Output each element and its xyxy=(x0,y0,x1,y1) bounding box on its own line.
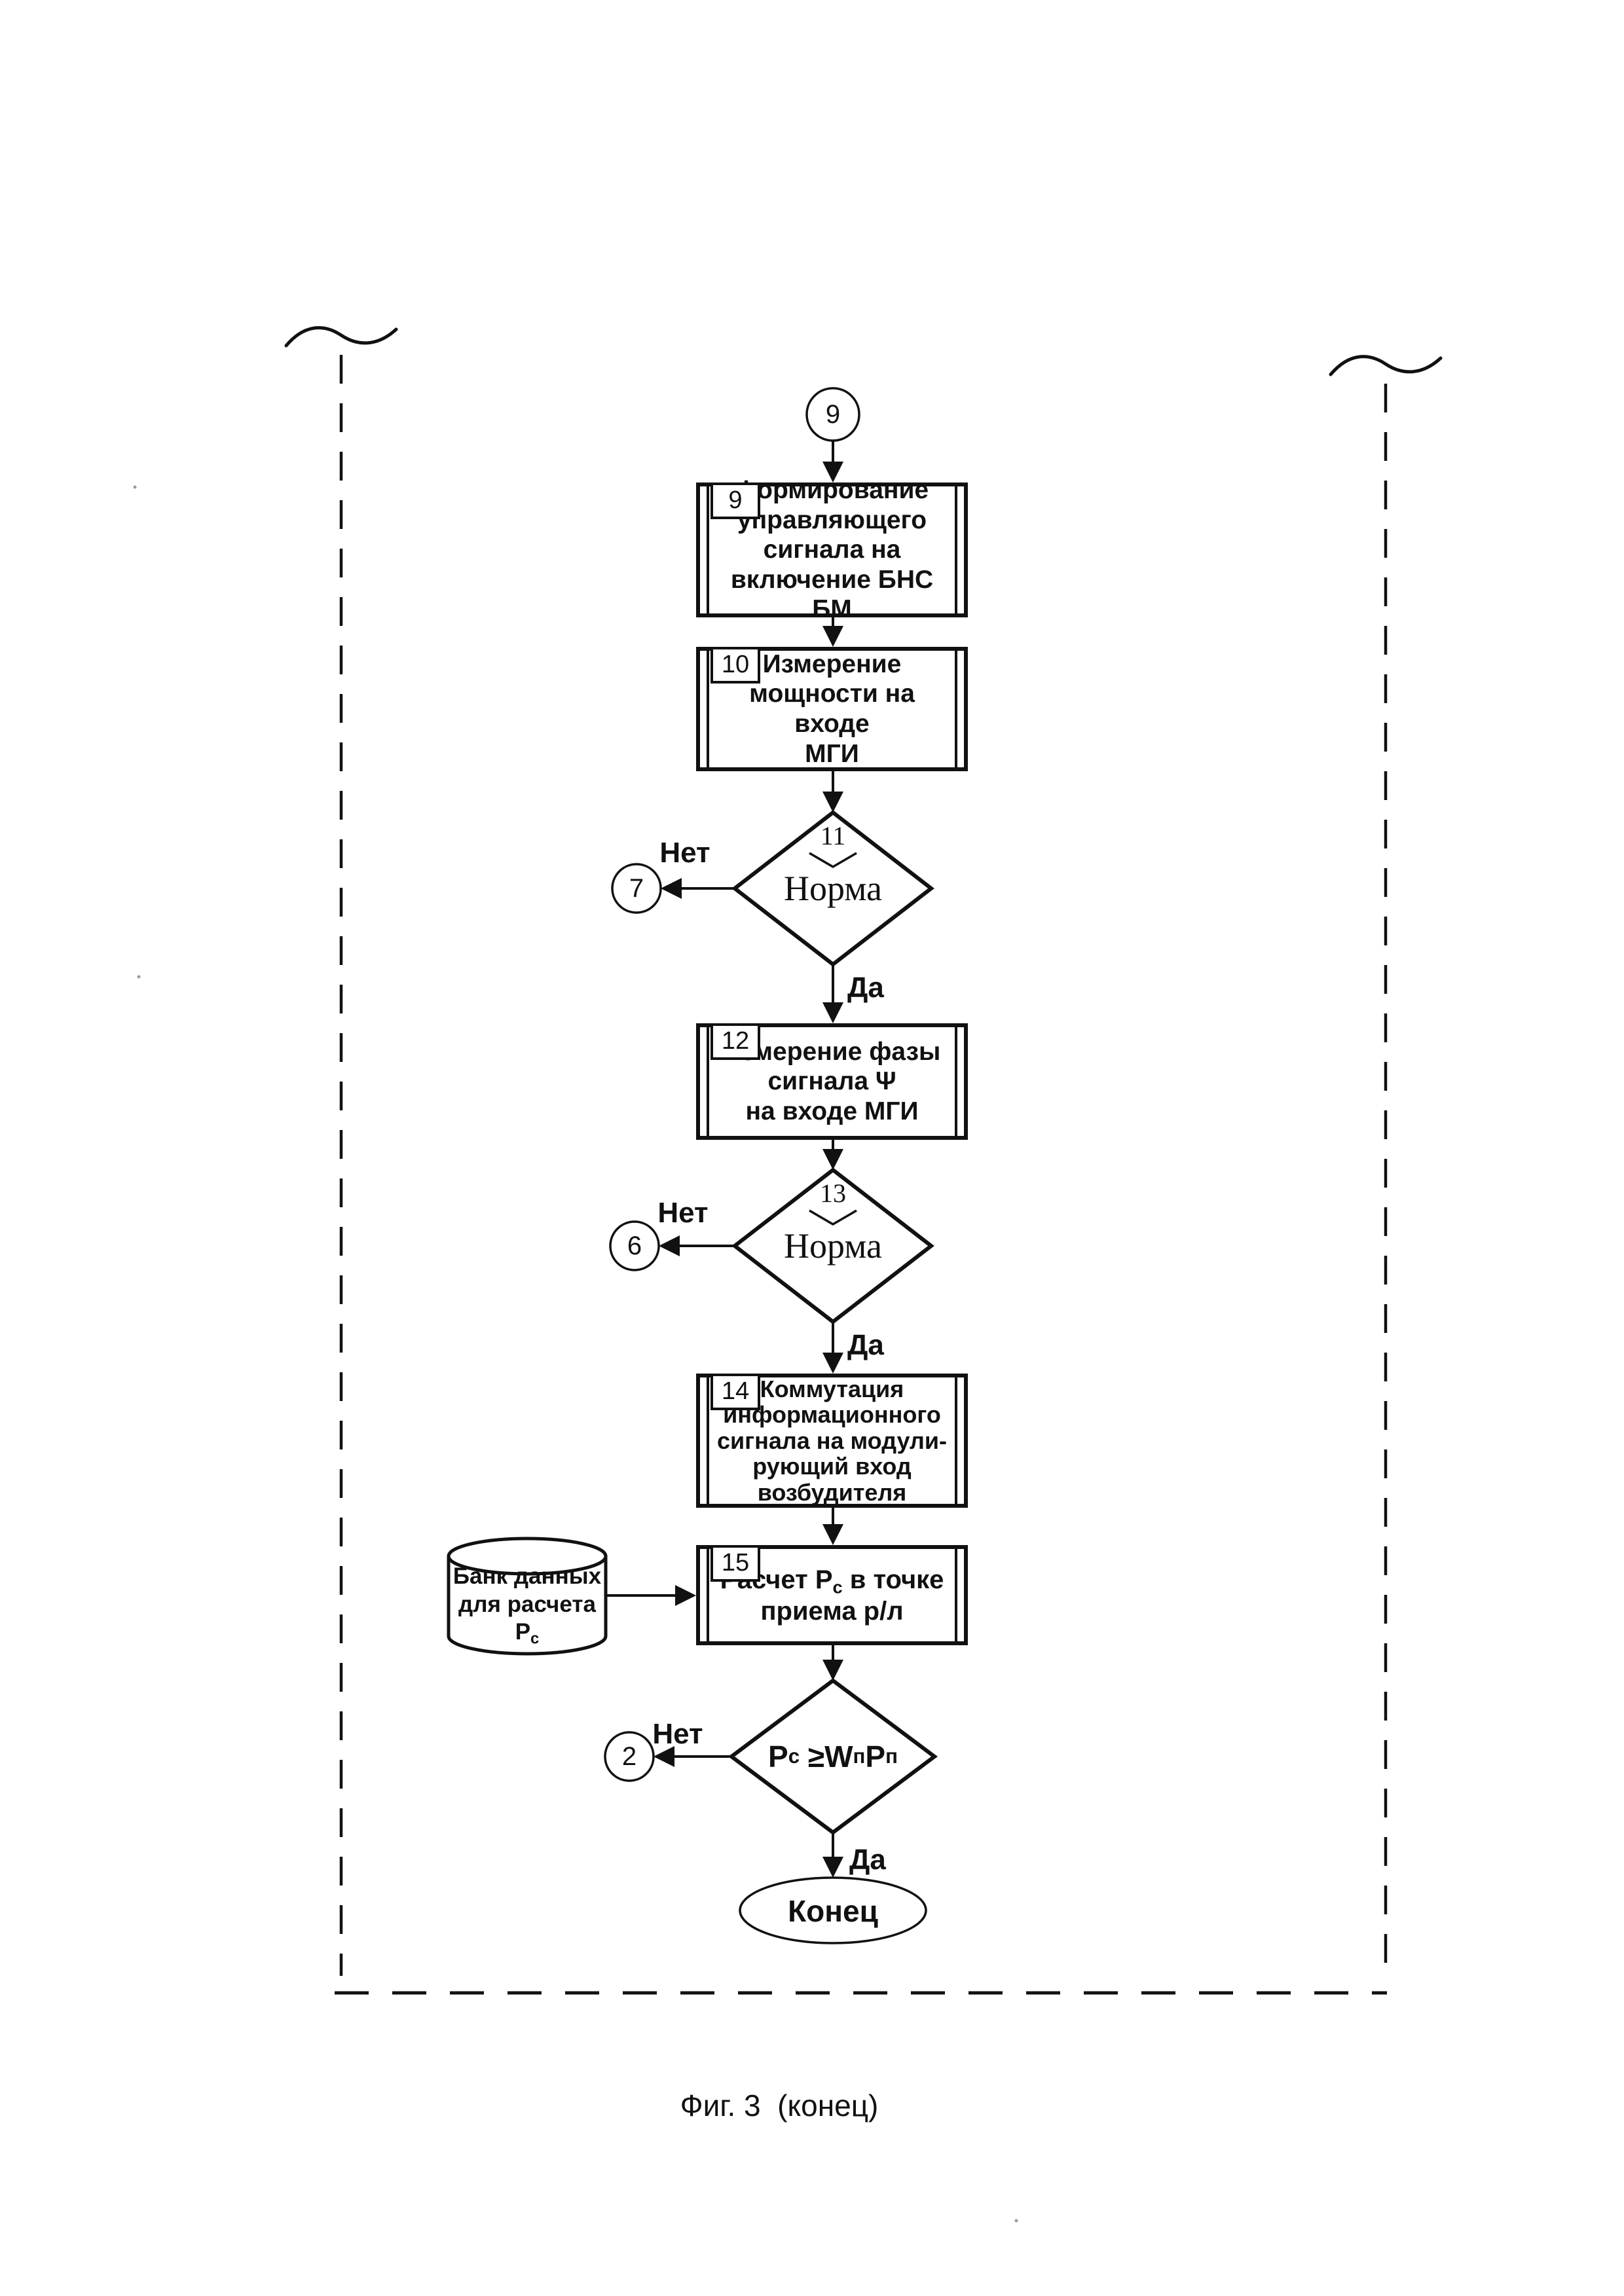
block-number-badge: 9 xyxy=(710,483,760,519)
connector-7-shape xyxy=(611,863,662,914)
decision-13-no-label: Нет xyxy=(657,1197,709,1229)
process-box-9: 9 Формирование управляющего сигнала на в… xyxy=(696,475,968,624)
figure-caption: Фиг. 3 (конец) xyxy=(680,2088,879,2123)
process-box-12: 12 Измерение фазы сигнала Ψ на входе МГИ xyxy=(696,1023,968,1140)
block-number-badge: 12 xyxy=(710,1023,760,1060)
arrow-d11-yes-to-p12 xyxy=(822,964,843,1023)
arrow-d13-no-to-c6 xyxy=(659,1235,735,1256)
double-line-right xyxy=(955,486,957,613)
decision-16-yes-label: Да xyxy=(849,1844,886,1876)
arrow-entry-to-p9 xyxy=(822,441,843,483)
decision-13-number-notch xyxy=(809,1209,857,1226)
decision-13-yes-label: Да xyxy=(847,1329,884,1361)
connector-7-label: 7 xyxy=(629,874,644,903)
decision-13-shape xyxy=(731,1167,934,1324)
connector-2-shape xyxy=(604,1731,655,1782)
connector-arrows xyxy=(606,441,843,1878)
process-box-10: 10 Измерение мощности на входе МГИ xyxy=(696,647,968,771)
arrow-p12-to-d13 xyxy=(822,1139,843,1170)
connector-6-label: 6 xyxy=(627,1231,642,1260)
connector-6-shape xyxy=(609,1220,660,1271)
datastore-label: Банк данных для расчета Pс xyxy=(449,1563,606,1648)
double-line-right xyxy=(955,651,957,767)
decision-11-no-label: Нет xyxy=(659,837,710,869)
decision-11-number: 11 xyxy=(820,821,846,850)
arrow-p14-to-p15 xyxy=(822,1508,843,1545)
arrow-d13-yes-to-p14 xyxy=(822,1322,843,1374)
arrow-p9-to-p10 xyxy=(822,617,843,647)
tilde-left-icon xyxy=(284,326,398,348)
arrow-d16-no-to-c2 xyxy=(654,1746,731,1767)
decision-11-shape xyxy=(731,810,934,967)
double-line-left xyxy=(707,651,709,767)
block-number-badge: 10 xyxy=(710,647,760,683)
datastore-shape xyxy=(447,1537,608,1656)
process-text-line2: приема р/л xyxy=(760,1596,904,1626)
double-line-left xyxy=(707,1549,709,1641)
datastore-line1: Банк данных xyxy=(452,1563,602,1589)
arrow-d16-yes-to-end xyxy=(822,1832,843,1878)
decision-16-no-label: Нет xyxy=(652,1718,703,1750)
terminator-label: Конец xyxy=(788,1894,878,1928)
double-line-right xyxy=(955,1549,957,1641)
decision-13-question: Норма xyxy=(784,1226,882,1266)
datastore-line2: для расчета xyxy=(458,1591,596,1617)
decision-11-number-notch xyxy=(809,852,857,869)
sheet-break-frame xyxy=(284,326,1443,1995)
tilde-right-icon xyxy=(1329,355,1443,376)
subscript: с xyxy=(832,1576,843,1597)
datastore-line3: Pс xyxy=(515,1619,540,1648)
double-line-left xyxy=(707,486,709,613)
process-text: Измерение мощности на входе МГИ xyxy=(749,649,915,768)
double-line-right xyxy=(955,1027,957,1136)
double-line-left xyxy=(707,1027,709,1136)
decision-11-question: Норма xyxy=(784,869,882,908)
block-number-badge: 15 xyxy=(710,1545,760,1582)
arrow-datastore-to-p15 xyxy=(606,1585,696,1606)
process-box-14: 14 Коммутация информационного сигнала на… xyxy=(696,1374,968,1508)
double-line-left xyxy=(707,1377,709,1504)
subscript: с xyxy=(530,1630,540,1648)
arrow-p10-to-d11 xyxy=(822,771,843,812)
arrow-p15-to-d16 xyxy=(822,1645,843,1681)
process-text: Формирование управляющего сигнала на вкл… xyxy=(730,475,934,624)
process-text: Коммутация информационного сигнала на мо… xyxy=(716,1375,948,1506)
terminator-shape xyxy=(739,1876,927,1944)
process-box-15: 15 Расчет Pс в точке приема р/л xyxy=(696,1545,968,1645)
decision-11-yes-label: Да xyxy=(847,972,884,1004)
connector-2-label: 2 xyxy=(621,1742,637,1771)
scan-specks xyxy=(133,485,1018,2223)
double-line-right xyxy=(955,1377,957,1504)
decision-16-shape xyxy=(728,1678,938,1835)
arrow-d11-no-to-c7 xyxy=(661,878,735,899)
decision-13-number: 13 xyxy=(820,1178,846,1208)
connector-entry-shape xyxy=(805,387,860,442)
connector-entry-label: 9 xyxy=(825,400,841,429)
block-number-badge: 14 xyxy=(710,1374,760,1410)
